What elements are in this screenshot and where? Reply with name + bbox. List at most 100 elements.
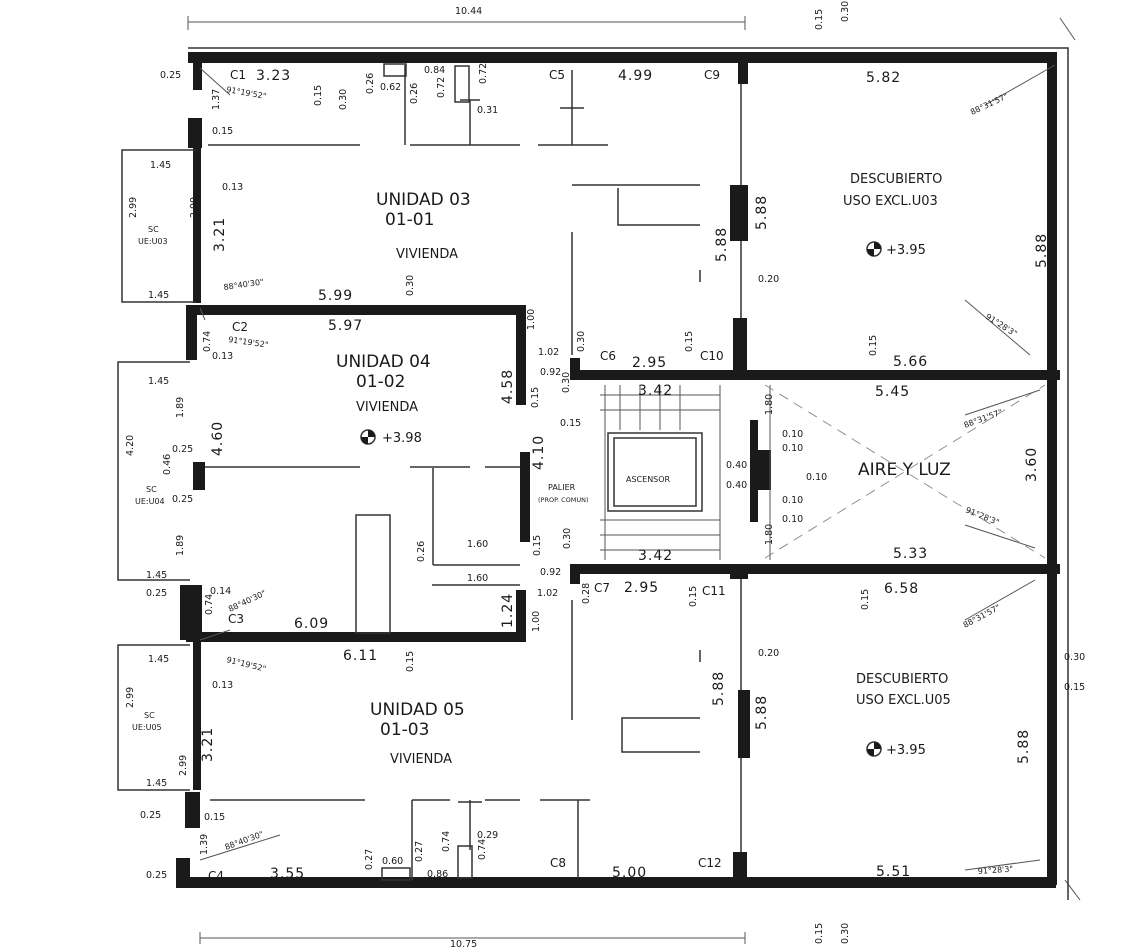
dim-027-a: 0.27 bbox=[364, 849, 375, 870]
level-marker-desc03 bbox=[866, 241, 882, 257]
dim-desc05-bot: 5.51 bbox=[876, 864, 911, 880]
unit-05-title: UNIDAD 05 bbox=[370, 700, 465, 720]
dim-u04-top-out: 5.99 bbox=[318, 288, 353, 304]
dim-side-124: 1.24 bbox=[500, 593, 516, 628]
outer-walls bbox=[176, 47, 1069, 900]
dim-020-b: 0.20 bbox=[758, 648, 779, 659]
dim-core-h-bot-b: 5.88 bbox=[754, 695, 770, 730]
dim-299-a: 2.99 bbox=[128, 197, 139, 218]
dim-299-c: 2.99 bbox=[125, 687, 136, 708]
dim-top-015: 0.15 bbox=[814, 9, 825, 30]
unit-04-code: 01-02 bbox=[356, 372, 405, 392]
desc05-line1: DESCUBIERTO bbox=[856, 672, 948, 687]
overall-dimensions bbox=[187, 16, 1081, 944]
dim-040-b: 0.40 bbox=[726, 480, 747, 491]
dim-015-d: 0.15 bbox=[868, 335, 879, 356]
dim-015-i: 0.15 bbox=[860, 589, 871, 610]
dim-aire-top: 5.45 bbox=[875, 384, 910, 400]
dim-180-a: 1.80 bbox=[764, 394, 775, 415]
dim-030-a: 0.30 bbox=[338, 89, 349, 110]
dim-025-e: 0.25 bbox=[172, 444, 193, 455]
dim-100-a: 1.00 bbox=[526, 309, 537, 330]
aire-y-luz-cross bbox=[764, 384, 1046, 559]
dim-u04-side: 4.58 bbox=[500, 369, 516, 404]
desc03-line2: USO EXCL.U03 bbox=[843, 194, 938, 209]
dim-084: 0.84 bbox=[424, 65, 445, 76]
dim-015-k-right: 0.15 bbox=[1064, 682, 1085, 693]
dim-013-c: 0.13 bbox=[212, 680, 233, 691]
dim-030-e: 0.30 bbox=[562, 528, 573, 549]
dim-010-e: 0.10 bbox=[782, 514, 803, 525]
angle-10: 91°28'3" bbox=[964, 506, 1000, 528]
dim-013-b: 0.13 bbox=[212, 351, 233, 362]
angle-4: 88°40'30" bbox=[227, 589, 267, 614]
dim-074-c: 0.74 bbox=[441, 831, 452, 852]
unit-04-level: +3.98 bbox=[382, 431, 422, 446]
dim-025-a: 0.25 bbox=[160, 70, 181, 81]
dim-core-h-top-a: 5.88 bbox=[714, 227, 730, 262]
dim-074-a: 0.74 bbox=[202, 331, 213, 352]
column-c10: C10 bbox=[700, 349, 724, 363]
angle-9: 88°31'57" bbox=[963, 408, 1004, 430]
dim-u05-h: 3.21 bbox=[200, 727, 216, 762]
level-marker-desc05 bbox=[866, 741, 882, 757]
dim-015-g: 0.15 bbox=[532, 535, 543, 556]
dim-025-c: 0.25 bbox=[140, 810, 161, 821]
dim-bottom-total: 10.75 bbox=[450, 939, 477, 950]
dim-145-f: 1.45 bbox=[146, 778, 167, 789]
dim-013-a: 0.13 bbox=[222, 182, 243, 193]
dim-189-b: 1.89 bbox=[175, 535, 186, 556]
dim-137: 1.37 bbox=[211, 89, 222, 110]
dim-desc03-h: 5.88 bbox=[1034, 233, 1050, 268]
dim-stair-top: 3.42 bbox=[638, 383, 673, 399]
dim-160-a: 1.60 bbox=[467, 539, 488, 550]
dim-u04-bot-in: 6.09 bbox=[294, 616, 329, 632]
stair-core bbox=[600, 385, 771, 560]
dim-015-c: 0.15 bbox=[684, 331, 695, 352]
dim-072-b: 0.72 bbox=[478, 63, 489, 84]
dim-u05-bot: 3.55 bbox=[270, 866, 305, 882]
dim-027-b: 0.27 bbox=[414, 841, 425, 862]
dim-c6-c10: 2.95 bbox=[632, 355, 667, 371]
dim-074-b: 0.74 bbox=[204, 594, 215, 615]
dim-040-a: 0.40 bbox=[726, 460, 747, 471]
column-c1: C1 bbox=[230, 68, 246, 82]
dim-086: 0.86 bbox=[427, 869, 448, 880]
column-c2: C2 bbox=[232, 320, 248, 334]
dim-top-030: 0.30 bbox=[840, 1, 851, 22]
dim-046: 0.46 bbox=[162, 454, 173, 475]
balcony-04-line1: SC bbox=[146, 485, 157, 494]
dim-010-b: 0.10 bbox=[782, 443, 803, 454]
dim-c5-c9: 4.99 bbox=[618, 68, 653, 84]
dim-c8-c12: 5.00 bbox=[612, 865, 647, 881]
dim-014: 0.14 bbox=[210, 586, 231, 597]
dim-025-f: 0.25 bbox=[172, 494, 193, 505]
dim-desc03-top: 5.82 bbox=[866, 70, 901, 86]
dim-026-c: 0.26 bbox=[416, 541, 427, 562]
dim-299-d: 2.99 bbox=[178, 755, 189, 776]
desc05-level: +3.95 bbox=[886, 743, 926, 758]
dim-025-d: 0.25 bbox=[146, 870, 167, 881]
dim-010-c: 0.10 bbox=[806, 472, 827, 483]
dim-145-a: 1.45 bbox=[150, 160, 171, 171]
unit-03-code: 01-01 bbox=[385, 210, 434, 230]
dim-030-b: 0.30 bbox=[405, 275, 416, 296]
dim-092-b: 0.92 bbox=[540, 567, 561, 578]
dim-core-h-bot-a: 5.88 bbox=[711, 671, 727, 706]
dim-u04-top-in: 5.97 bbox=[328, 318, 363, 334]
angle-5: 91°19'52" bbox=[226, 655, 267, 674]
level-marker-u04 bbox=[360, 429, 376, 445]
angle-11: 88°31'57" bbox=[962, 603, 1002, 630]
dim-189-a: 1.89 bbox=[175, 397, 186, 418]
column-c9: C9 bbox=[704, 68, 720, 82]
dim-u04-bot-out: 6.11 bbox=[343, 648, 378, 664]
dim-030-f: 0.30 bbox=[760, 462, 771, 483]
unit-05-code: 01-03 bbox=[380, 720, 429, 740]
dim-145-d: 1.45 bbox=[146, 570, 167, 581]
column-c5: C5 bbox=[549, 68, 565, 82]
dim-139: 1.39 bbox=[199, 834, 210, 855]
dim-420: 4.20 bbox=[125, 435, 136, 456]
dim-102: 1.02 bbox=[538, 347, 559, 358]
dim-030-g: 0.30 bbox=[1064, 652, 1085, 663]
